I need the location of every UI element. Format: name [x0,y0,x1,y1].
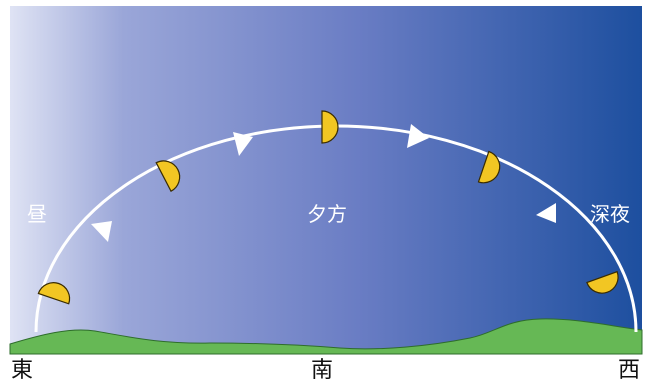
path-arrow-1 [91,221,112,242]
sun-marker-4 [477,150,501,184]
label-evening: 夕方 [307,202,347,226]
path-arrow-4 [536,203,556,223]
sun-marker-1 [37,282,71,305]
ground-hills [9,318,643,355]
label-late-night: 深夜 [590,202,630,226]
label-west: 西 [618,358,640,381]
sun-marker-5 [586,270,619,294]
label-south: 南 [311,358,333,381]
sun-marker-3 [321,110,339,144]
path-arrow-2 [233,132,253,156]
sun-marker-2 [155,160,181,193]
sky-background [10,6,642,354]
label-daytime: 昼 [27,202,47,226]
path-arrow-3 [407,124,429,148]
label-east: 東 [11,358,33,381]
